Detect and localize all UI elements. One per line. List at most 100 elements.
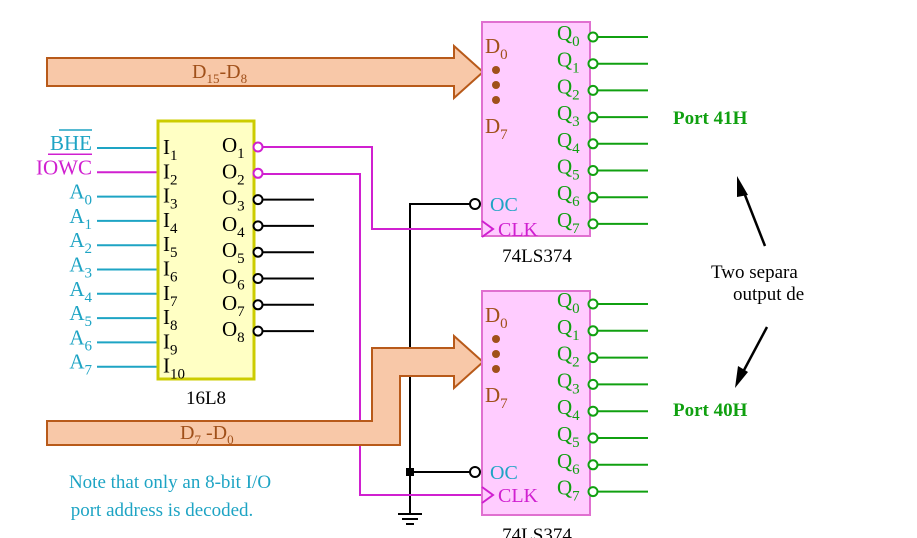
signal-label-5: A3 [69, 253, 92, 282]
pal-input-3: I3 [163, 184, 178, 213]
signal-label-3: A1 [69, 204, 92, 233]
q-output-bubble [587, 138, 599, 150]
pal-output-3: O3 [222, 186, 245, 215]
q-output-label-4: Q4 [557, 128, 580, 157]
latch-clk-label: CLK [498, 485, 539, 507]
pal-input-9: I9 [163, 329, 178, 358]
pal-output-bubble-7 [252, 299, 264, 311]
pal-input-8: I8 [163, 305, 178, 334]
q-output-bubble [587, 111, 599, 123]
annotation-arrows [735, 176, 769, 388]
pal-input-10: I10 [163, 354, 185, 383]
latch-clk-label: CLK [498, 219, 539, 241]
pal-output-bubble-6 [252, 273, 264, 284]
signal-label-4: A2 [69, 228, 92, 257]
q-output-bubble [587, 298, 599, 310]
pal-output-bubble-3 [252, 194, 264, 206]
annotation-text: Two separa output de [711, 262, 804, 305]
pal-16l8-chip [156, 119, 256, 381]
q-output-bubble [587, 191, 599, 203]
bus-lower-label: D7 -D0 [180, 422, 234, 447]
input-signal-lines [97, 147, 160, 368]
q-output-label-2: Q2 [557, 342, 580, 371]
junction-dot [406, 468, 414, 476]
pal-label: 16L8 [186, 388, 226, 409]
pal-output-bubble-2 [252, 167, 264, 179]
latch-part-label: 74LS374 [502, 246, 572, 267]
ellipsis-dot [492, 335, 500, 343]
pal-output-4: O4 [222, 212, 245, 241]
q-output-label-6: Q6 [557, 181, 580, 210]
wire-o1-clk [263, 146, 486, 230]
q-output-label-3: Q3 [557, 368, 580, 397]
q-output-bubble [587, 459, 599, 471]
latch-chip [481, 290, 591, 516]
note-line-1: Note that only an 8-bit I/O [69, 472, 271, 493]
q-output-bubble [587, 84, 599, 96]
svg-text:output de: output de [733, 284, 804, 305]
latch-oc-label: OC [490, 462, 518, 484]
oc-wiring [409, 203, 470, 473]
q-output-label-2: Q2 [557, 74, 580, 103]
clk-triangle [481, 220, 495, 238]
oc-bubble [469, 466, 481, 478]
pal-input-7: I7 [163, 281, 178, 310]
q-output-label-5: Q5 [557, 155, 580, 184]
pal-output-1: O1 [222, 133, 245, 162]
latch-d7-label: D7 [485, 383, 508, 412]
wire-o2-clk [263, 173, 486, 496]
note-line-2: port address is decoded. [71, 500, 254, 521]
pal-output-6: O6 [222, 265, 245, 294]
q-output-bubble [587, 486, 599, 498]
q-output-bubble [587, 165, 599, 176]
q-output-bubble [587, 218, 599, 230]
ground-symbol [398, 472, 422, 525]
oc-bubble [469, 198, 481, 210]
pal-output-bubble-8 [252, 325, 264, 337]
latch-d0-label: D0 [485, 303, 508, 332]
latch-chip [481, 21, 591, 237]
signal-label-0: BHE [50, 131, 92, 155]
pal-input-1: I1 [163, 135, 178, 164]
clk-triangle [481, 486, 495, 504]
pal-input-5: I5 [163, 232, 178, 261]
latch-d7-label: D7 [485, 114, 508, 143]
pal-input-2: I2 [163, 159, 178, 188]
q-output-label-7: Q7 [557, 208, 580, 237]
pal-output-5: O5 [222, 238, 245, 267]
q-output-bubble [587, 31, 599, 43]
q-output-bubble [587, 378, 599, 390]
ellipsis-dot [492, 66, 500, 74]
pal-output-8: O8 [222, 317, 245, 346]
signal-label-8: A6 [69, 325, 92, 354]
q-output-bubble [587, 325, 599, 337]
latch-oc-label: OC [490, 194, 518, 216]
q-output-bubble [587, 352, 599, 364]
q-output-label-0: Q0 [557, 21, 580, 50]
port-41h-label: Port 41H [673, 108, 748, 129]
q-output-label-5: Q5 [557, 422, 580, 451]
signal-label-7: A5 [69, 301, 92, 330]
bus-upper [46, 43, 485, 101]
pal-input-4: I4 [163, 208, 178, 237]
signal-label-2: A0 [69, 180, 92, 209]
latch-d0-label: D0 [485, 34, 508, 63]
ellipsis-dot [492, 81, 500, 89]
q-output-label-4: Q4 [557, 395, 580, 424]
pal-output-7: O7 [222, 291, 245, 320]
svg-text:Two separa: Two separa [711, 262, 798, 283]
ellipsis-dot [492, 96, 500, 104]
q-output-label-0: Q0 [557, 288, 580, 317]
signal-label-1: IOWC [36, 155, 92, 179]
ellipsis-dot [492, 365, 500, 373]
q-output-label-1: Q1 [557, 315, 580, 344]
q-output-bubble [587, 58, 599, 70]
ellipsis-dot [492, 350, 500, 358]
pal-output-2: O2 [222, 159, 245, 188]
q-output-label-1: Q1 [557, 48, 580, 77]
